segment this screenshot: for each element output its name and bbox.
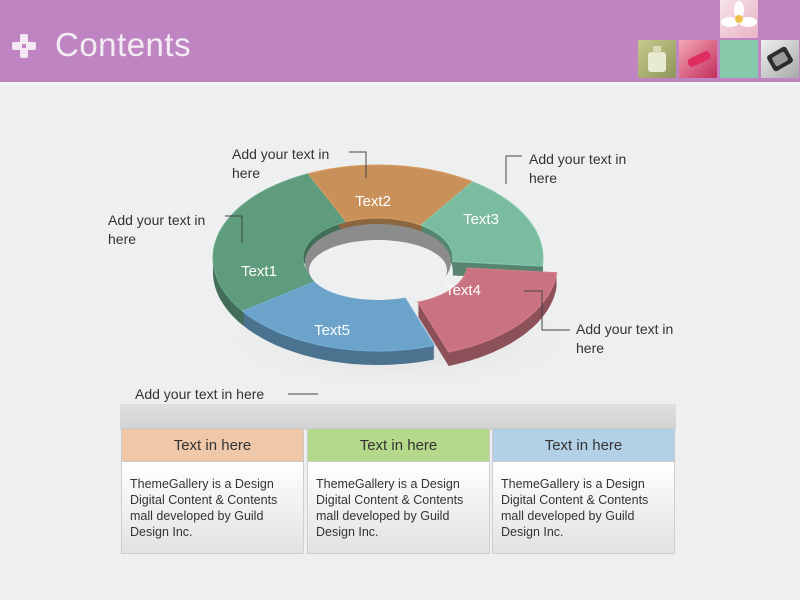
cross-icon — [12, 34, 36, 58]
column-body-3: ThemeGallery is a Design Digital Content… — [492, 462, 675, 554]
bottle-icon — [648, 46, 666, 72]
callout-text-4: Add your text in here — [576, 321, 674, 356]
segment-label-2: Text2 — [355, 193, 391, 210]
segment-label-1: Text1 — [241, 263, 277, 280]
column-header-3: Text in here — [492, 428, 675, 462]
segment-3 — [420, 181, 544, 267]
hole-floor — [309, 240, 447, 300]
table-column-2: Text in here ThemeGallery is a Design Di… — [307, 428, 490, 554]
column-header-2: Text in here — [307, 428, 490, 462]
callout-text-2: Add your text in here — [232, 146, 330, 181]
color-thumbnail — [720, 40, 758, 78]
column-body-2: ThemeGallery is a Design Digital Content… — [307, 462, 490, 554]
callout-text-1: Add your text in here — [108, 212, 206, 247]
segment-label-4: Text4 — [445, 282, 481, 299]
segment-label-3: Text3 — [463, 211, 499, 228]
compact-thumbnail — [761, 40, 799, 78]
compact-icon — [767, 46, 793, 72]
callout-text-5: Add your text in here — [135, 386, 265, 402]
callout-leader-3 — [505, 155, 522, 184]
table-top-shadow — [120, 404, 676, 430]
callout-text-3: Add your text in here — [529, 151, 627, 186]
column-header-1: Text in here — [121, 428, 304, 462]
flower-thumbnail — [720, 0, 758, 38]
callout-leader-2 — [349, 151, 367, 178]
callout-leader-1 — [225, 215, 243, 243]
segment-4 — [417, 267, 558, 353]
table-column-3: Text in here ThemeGallery is a Design Di… — [492, 428, 675, 554]
flower-icon — [721, 1, 757, 27]
segment-label-5: Text5 — [314, 322, 350, 339]
lipstick-thumbnail — [679, 40, 717, 78]
table-column-1: Text in here ThemeGallery is a Design Di… — [121, 428, 304, 554]
page-title: Contents — [55, 26, 192, 63]
header-separator — [0, 82, 800, 86]
cosmetics-thumbnail — [638, 40, 676, 78]
column-body-1: ThemeGallery is a Design Digital Content… — [121, 462, 304, 554]
callout-leader-4 — [524, 290, 570, 331]
lipstick-icon — [687, 51, 711, 67]
